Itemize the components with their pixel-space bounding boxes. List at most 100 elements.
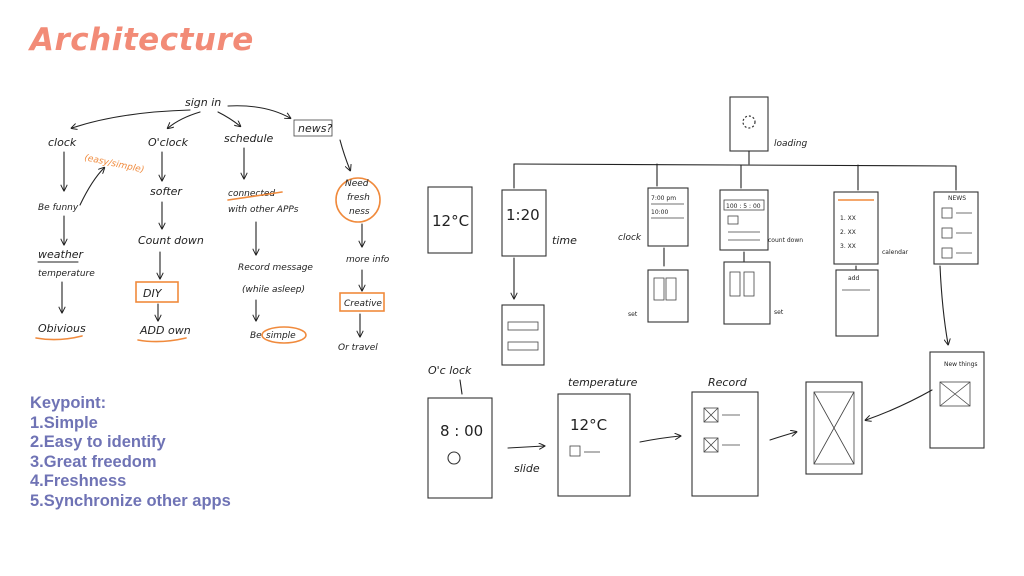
record-thumb-1-cross xyxy=(703,407,719,423)
clock-note: (easy/simple) xyxy=(83,153,145,175)
news-step-3: Creative xyxy=(344,299,382,309)
detail-image-cross xyxy=(813,391,855,465)
temperature-detail-value: 12°C xyxy=(570,416,607,434)
clock-highlight xyxy=(35,335,83,341)
news-arrow-down xyxy=(939,265,948,344)
keypoint-3: 3.Great freedom xyxy=(30,452,157,471)
keypoint-1: 1.Simple xyxy=(30,413,98,432)
countdown-set-picker-1 xyxy=(729,271,741,297)
time-screen-value: 1:20 xyxy=(506,206,540,224)
countdown-label: count down xyxy=(768,237,803,244)
record-arrow xyxy=(769,432,796,441)
tree-edge-oclock xyxy=(168,111,201,128)
calendar-item-1: 1. XX xyxy=(840,215,856,222)
wireframe-flow: loading 12°C 1:20 time clock 7:00 pm 10:… xyxy=(427,96,985,499)
newthings-image-cross xyxy=(939,381,971,407)
keypoint-5: 5.Synchronize other apps xyxy=(30,491,231,510)
loading-screen xyxy=(729,96,769,152)
time-detail-bar-1 xyxy=(507,321,539,331)
clock-set-screen xyxy=(647,269,689,323)
countdown-set-screen xyxy=(723,261,771,325)
time-screen xyxy=(501,189,547,257)
temperature-icon-box xyxy=(569,445,581,457)
clock-item-2: 10:00 xyxy=(651,209,668,216)
news-thumb-2 xyxy=(941,227,953,239)
time-detail-bar-2 xyxy=(507,341,539,351)
calendar-screen xyxy=(833,191,879,265)
countdown-icon-box xyxy=(727,215,739,225)
schedule-step-1b: with other APPs xyxy=(228,205,299,215)
clock-screen xyxy=(647,187,689,247)
countdown-value: 100 : 5 : 00 xyxy=(726,203,761,210)
keypoint-2: 2.Easy to identify xyxy=(30,433,166,451)
countdown-screen xyxy=(719,189,769,251)
keypoint-4: 4.Freshness xyxy=(30,472,127,490)
page-title: Architecture xyxy=(30,22,254,58)
record-screen xyxy=(691,391,759,497)
newthings-screen xyxy=(929,351,985,449)
alarm-clock-icon xyxy=(447,451,461,465)
record-thumb-2 xyxy=(703,437,719,453)
oclock-step-3: DIY xyxy=(143,287,163,300)
temperature-detail-screen xyxy=(557,393,631,497)
branch-clock: clock xyxy=(48,136,77,149)
branch-schedule: schedule xyxy=(224,132,274,145)
countdown-lines xyxy=(728,231,760,241)
newthings-arrow xyxy=(866,389,933,420)
clock-set-label: set xyxy=(628,311,638,318)
oclock-highlight xyxy=(137,337,187,343)
schedule-step-3b: simple xyxy=(266,331,296,341)
clock-step-3: temperature xyxy=(38,269,95,279)
clock-label: clock xyxy=(618,233,642,243)
news-highlight-2 xyxy=(339,292,385,312)
clock-step-1: Be funny xyxy=(38,203,79,213)
detail-screen xyxy=(805,381,863,475)
clock-set-picker-2 xyxy=(665,277,677,301)
news-box xyxy=(293,119,333,137)
clock-step-4: Obivious xyxy=(38,322,86,335)
clock-item-1: 7:00 pm xyxy=(651,195,676,202)
schedule-step-2b: (while asleep) xyxy=(242,285,305,295)
tree-edge-news xyxy=(227,105,290,118)
schedule-step-1a: connected xyxy=(228,189,275,199)
keypoints-heading: Keypoint: xyxy=(30,394,107,412)
schedule-step-2a: Record message xyxy=(238,263,313,273)
calendar-item-2: 2. XX xyxy=(840,229,856,236)
news-arrow-1 xyxy=(339,139,350,170)
countdown-set-picker-2 xyxy=(743,271,755,297)
branch-oclock: O'clock xyxy=(148,136,189,149)
record-lines xyxy=(722,414,740,446)
detail-image xyxy=(813,391,855,465)
oclock-step-4: ADD own xyxy=(139,324,191,337)
newthings-label: New things xyxy=(944,361,978,368)
news-step-1a: Need xyxy=(345,179,369,189)
news-step-2: more info xyxy=(346,255,390,265)
temperature-screen-value: 12°C xyxy=(432,212,469,230)
countdown-display xyxy=(723,199,765,211)
feature-tree: sign in clock (easy/simple) Be funny wea… xyxy=(35,96,390,353)
oclock-screen xyxy=(427,397,493,499)
clock-set-picker-1 xyxy=(653,277,665,301)
oclock-time: 8 : 00 xyxy=(440,422,483,440)
news-highlight-1 xyxy=(335,177,381,223)
temperature-title: temperature xyxy=(568,376,638,389)
newthings-image xyxy=(939,381,971,407)
schedule-highlight-2 xyxy=(261,326,307,344)
record-thumb-2-cross xyxy=(703,437,719,453)
tree-edge-schedule xyxy=(217,111,240,126)
schedule-step-3a: Be xyxy=(250,331,262,341)
calendar-add-label: add xyxy=(848,275,859,282)
slide-label: slide xyxy=(514,462,540,475)
time-detail-screen xyxy=(501,304,545,366)
temperature-screen xyxy=(427,186,473,254)
branch-news: news? xyxy=(298,122,332,135)
loading-spinner-icon xyxy=(742,115,756,129)
tree-edge-clock xyxy=(72,109,191,128)
clock-list-lines xyxy=(651,203,684,219)
news-thumb-3 xyxy=(941,247,953,259)
oclock-diy-highlight xyxy=(135,281,179,303)
time-label: time xyxy=(552,234,577,247)
calendar-label: calendar xyxy=(882,249,909,256)
oclock-step-2: Count down xyxy=(138,234,204,247)
